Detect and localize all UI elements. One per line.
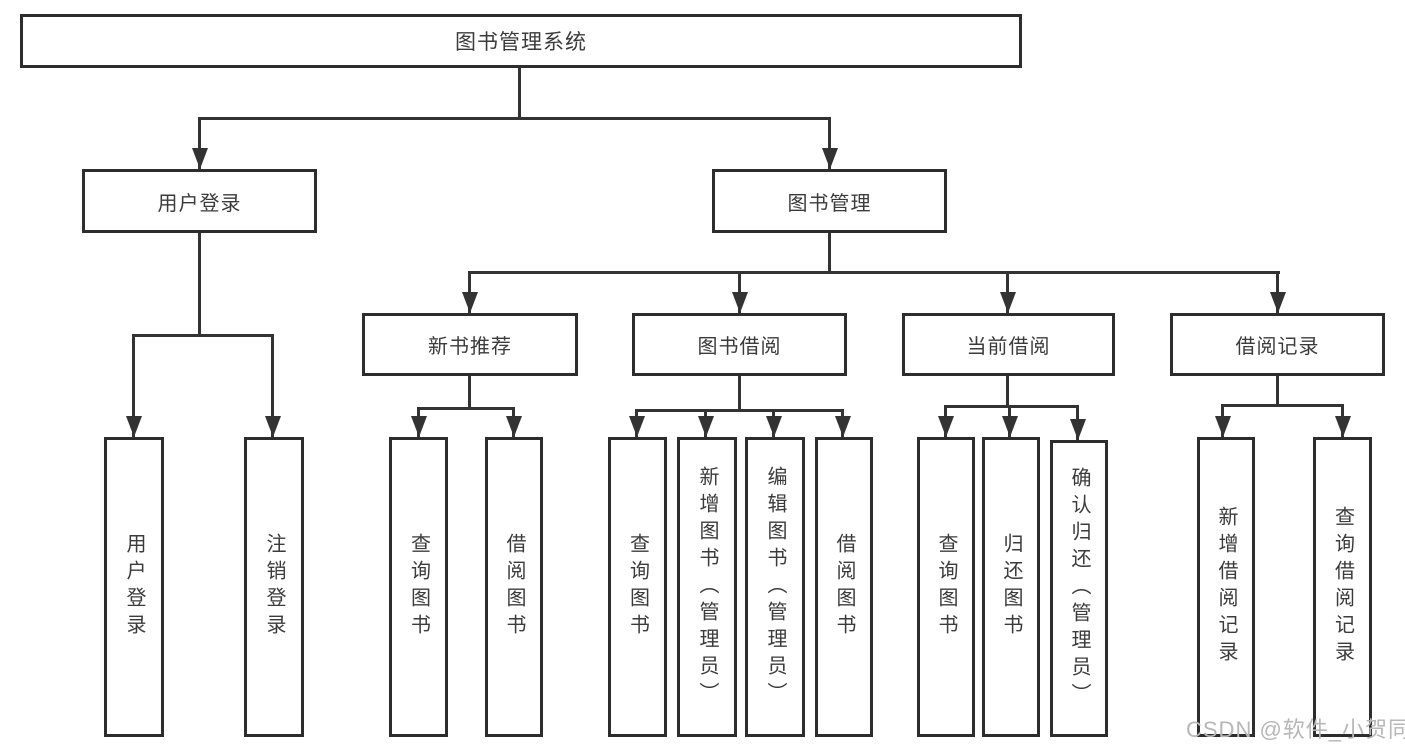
node-label: 归还图书 bbox=[1000, 533, 1022, 641]
leaf-add-book-admin: 新增图书（管理员） bbox=[677, 437, 737, 737]
node-label: 图书管理 bbox=[787, 192, 872, 215]
connector-line bbox=[635, 409, 843, 412]
node-label: 图书借阅 bbox=[697, 336, 782, 358]
node-label: 借阅图书 bbox=[503, 533, 525, 641]
leaf-user-login: 用户登录 bbox=[104, 437, 164, 737]
arrow-down bbox=[841, 409, 844, 437]
leaf-return-books: 归还图书 bbox=[982, 437, 1040, 737]
leaf-borrow-books-recommendation: 借阅图书 bbox=[485, 437, 543, 737]
node-label: 新增借阅记录 bbox=[1215, 506, 1237, 668]
arrow-down bbox=[635, 409, 638, 437]
connector-line bbox=[518, 68, 521, 118]
node-new-book-recommendation: 新书推荐 bbox=[362, 313, 578, 376]
connector-line bbox=[1006, 376, 1009, 408]
leaf-logout: 注销登录 bbox=[244, 437, 304, 737]
connector-line bbox=[198, 117, 831, 120]
leaf-add-borrow-record: 新增借阅记录 bbox=[1197, 437, 1255, 737]
node-label: 借阅记录 bbox=[1235, 336, 1320, 358]
arrow-down bbox=[132, 334, 135, 437]
node-label: 确认归还（管理员） bbox=[1068, 467, 1090, 710]
node-label: 图书管理系统 bbox=[455, 31, 587, 54]
node-label: 查询图书 bbox=[407, 533, 430, 641]
node-label: 新增图书（管理员） bbox=[696, 465, 718, 709]
node-book-management: 图书管理 bbox=[712, 169, 947, 233]
connector-line bbox=[468, 271, 1280, 274]
arrow-down bbox=[1008, 405, 1011, 437]
arrow-down bbox=[738, 271, 741, 313]
node-borrowing-records: 借阅记录 bbox=[1170, 313, 1385, 376]
node-library-management-system: 图书管理系统 bbox=[20, 14, 1022, 68]
connector-line bbox=[1276, 376, 1279, 407]
arrow-down bbox=[772, 409, 775, 437]
leaf-query-books-borrowing: 查询图书 bbox=[608, 437, 667, 737]
connector-line bbox=[828, 233, 831, 274]
arrow-down bbox=[1341, 404, 1344, 437]
leaf-query-books-recommendation: 查询图书 bbox=[389, 437, 448, 737]
node-label: 编辑图书（管理员） bbox=[764, 465, 786, 709]
connector-line bbox=[417, 407, 515, 410]
leaf-edit-book-admin: 编辑图书（管理员） bbox=[745, 437, 805, 737]
leaf-borrow-books-borrowing: 借阅图书 bbox=[815, 437, 873, 737]
connector-line bbox=[1221, 404, 1344, 407]
leaf-query-books-current: 查询图书 bbox=[917, 437, 975, 737]
connector-line bbox=[738, 376, 741, 412]
arrow-down bbox=[512, 407, 515, 437]
arrow-down bbox=[417, 407, 420, 437]
node-label: 借阅图书 bbox=[833, 533, 855, 641]
arrow-down bbox=[828, 117, 831, 169]
arrow-down bbox=[468, 271, 471, 313]
node-label: 注销登录 bbox=[263, 533, 285, 641]
node-user-login: 用户登录 bbox=[82, 169, 317, 233]
leaf-confirm-return-admin: 确认归还（管理员） bbox=[1050, 440, 1108, 737]
connector-line bbox=[468, 376, 471, 410]
leaf-query-borrow-record: 查询借阅记录 bbox=[1313, 437, 1372, 737]
node-label: 新书推荐 bbox=[428, 336, 512, 358]
node-label: 用户登录 bbox=[123, 533, 145, 641]
connector-line bbox=[944, 405, 1078, 408]
csdn-watermark: CSDN @软件_小贺同学 bbox=[1186, 717, 1405, 742]
arrow-down bbox=[1221, 404, 1224, 437]
arrow-down bbox=[944, 405, 947, 437]
node-book-borrowing: 图书借阅 bbox=[632, 313, 847, 376]
node-label: 当前借阅 bbox=[966, 336, 1051, 358]
node-label: 查询图书 bbox=[935, 533, 957, 641]
arrow-down bbox=[704, 409, 707, 437]
arrow-down bbox=[271, 334, 274, 437]
connector-line bbox=[198, 233, 201, 336]
node-current-borrowing: 当前借阅 bbox=[902, 313, 1115, 376]
node-label: 用户登录 bbox=[157, 192, 242, 215]
arrow-down bbox=[1276, 271, 1279, 313]
node-label: 查询图书 bbox=[626, 533, 649, 641]
arrow-down bbox=[198, 117, 201, 169]
node-label: 查询借阅记录 bbox=[1331, 506, 1354, 668]
connector-line bbox=[132, 334, 274, 337]
arrow-down bbox=[1006, 271, 1009, 313]
arrow-down bbox=[1076, 405, 1079, 440]
